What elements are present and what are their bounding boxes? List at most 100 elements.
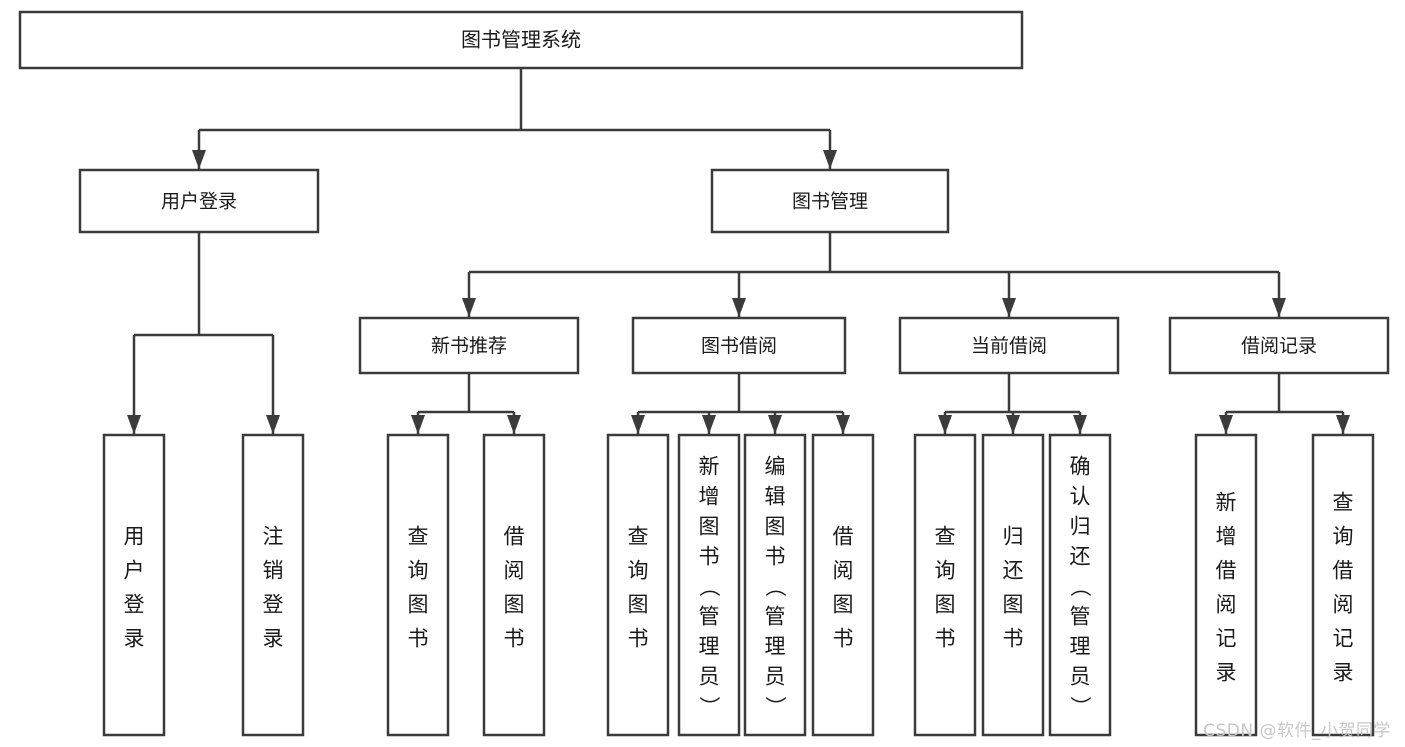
node-label-char: 图 bbox=[699, 514, 720, 538]
node-box bbox=[482, 433, 546, 737]
arrow-head-icon bbox=[266, 415, 280, 434]
node-label-char: ） bbox=[697, 696, 721, 717]
edge-group-n-borrow-record bbox=[1219, 373, 1350, 434]
arrow-head-icon bbox=[768, 415, 782, 434]
node-label-char: 书 bbox=[935, 627, 956, 651]
node-label: 新书推荐 bbox=[431, 335, 507, 357]
edge-group-n-user-login bbox=[127, 232, 280, 434]
node-n-user-login[interactable]: 用户登录 bbox=[78, 168, 320, 234]
node-label-char: 归 bbox=[1003, 525, 1024, 549]
edge-group-n-new-book-rec bbox=[411, 373, 521, 434]
arrow-head-icon bbox=[836, 415, 850, 434]
node-label-char: 录 bbox=[263, 627, 284, 651]
node-box bbox=[898, 316, 1120, 375]
node-box bbox=[677, 433, 741, 737]
node-label-char: 还 bbox=[1003, 559, 1024, 583]
node-box bbox=[743, 433, 807, 737]
arrow-head-icon bbox=[1336, 415, 1350, 434]
node-label-char: 阅 bbox=[1216, 593, 1237, 617]
node-label-char: 编 bbox=[765, 454, 786, 478]
node-label-char: 询 bbox=[408, 559, 429, 583]
node-label-char: 阅 bbox=[833, 559, 854, 583]
node-box bbox=[913, 433, 977, 737]
node-label-char: 记 bbox=[1333, 627, 1354, 651]
node-n-new-book-rec[interactable]: 新书推荐 bbox=[358, 316, 580, 375]
node-box bbox=[710, 168, 950, 234]
node-label-char: 图 bbox=[408, 593, 429, 617]
edge-group-n-current-borrow bbox=[938, 373, 1087, 434]
node-l-user-login[interactable]: 用户登录 bbox=[102, 433, 166, 737]
node-label-char: 归 bbox=[1070, 514, 1091, 538]
node-label-char: 借 bbox=[1216, 559, 1237, 583]
node-label-char: 记 bbox=[1216, 627, 1237, 651]
node-label-char: 查 bbox=[408, 525, 429, 549]
arrow-head-icon bbox=[732, 298, 746, 317]
node-box bbox=[981, 433, 1045, 737]
node-box bbox=[811, 433, 875, 737]
node-label-char: 借 bbox=[1333, 559, 1354, 583]
node-n-book-manage[interactable]: 图书管理 bbox=[710, 168, 950, 234]
node-label-char: （ bbox=[1068, 576, 1092, 597]
node-box bbox=[1048, 433, 1112, 737]
node-label-char: 查 bbox=[935, 525, 956, 549]
node-label-char: 新 bbox=[1216, 491, 1237, 515]
node-label-char: 查 bbox=[628, 525, 649, 549]
node-box bbox=[386, 433, 450, 737]
node-label-char: 辑 bbox=[765, 484, 786, 508]
node-label-char: 理 bbox=[699, 634, 720, 658]
node-label-char: 查 bbox=[1333, 491, 1354, 515]
node-n-book-borrow[interactable]: 图书借阅 bbox=[631, 316, 847, 375]
node-label: 当前借阅 bbox=[971, 335, 1047, 357]
node-label-char: 用 bbox=[124, 525, 145, 549]
node-label-char: 员 bbox=[699, 664, 720, 688]
arrow-head-icon bbox=[938, 415, 952, 434]
arrow-head-icon bbox=[507, 415, 521, 434]
node-root[interactable]: 图书管理系统 bbox=[18, 10, 1024, 70]
node-label-char: 登 bbox=[124, 593, 145, 617]
arrow-head-icon bbox=[1073, 415, 1087, 434]
node-layer: 图书管理系统用户登录图书管理新书推荐图书借阅当前借阅借阅记录用户登录注销登录查询… bbox=[18, 10, 1390, 737]
node-label-char: 员 bbox=[1070, 664, 1091, 688]
node-label-char: （ bbox=[763, 576, 787, 597]
node-n-borrow-record[interactable]: 借阅记录 bbox=[1168, 316, 1390, 375]
arrow-head-icon bbox=[702, 415, 716, 434]
node-box bbox=[102, 433, 166, 737]
node-label-char: ） bbox=[1068, 696, 1092, 717]
node-label-char: 图 bbox=[1003, 593, 1024, 617]
node-label-char: 询 bbox=[628, 559, 649, 583]
arrow-head-icon bbox=[192, 150, 206, 169]
node-label: 借阅记录 bbox=[1241, 335, 1317, 357]
node-label-char: 询 bbox=[935, 559, 956, 583]
node-label-char: 录 bbox=[124, 627, 145, 651]
connector-layer bbox=[127, 68, 1350, 434]
arrow-head-icon bbox=[1002, 298, 1016, 317]
arrow-head-icon bbox=[411, 415, 425, 434]
node-box bbox=[78, 168, 320, 234]
arrow-head-icon bbox=[631, 415, 645, 434]
node-label-char: 阅 bbox=[504, 559, 525, 583]
edge-group-root bbox=[192, 68, 837, 169]
node-box bbox=[1311, 433, 1375, 737]
node-n-current-borrow[interactable]: 当前借阅 bbox=[898, 316, 1120, 375]
arrow-head-icon bbox=[1006, 415, 1020, 434]
node-label-char: 登 bbox=[263, 593, 284, 617]
node-label: 图书借阅 bbox=[701, 335, 777, 357]
node-label-char: 书 bbox=[833, 627, 854, 651]
arrow-head-icon bbox=[823, 150, 837, 169]
node-box bbox=[18, 10, 1024, 70]
node-label-char: 户 bbox=[124, 559, 145, 583]
arrow-head-icon bbox=[462, 298, 476, 317]
arrow-head-icon bbox=[1219, 415, 1233, 434]
